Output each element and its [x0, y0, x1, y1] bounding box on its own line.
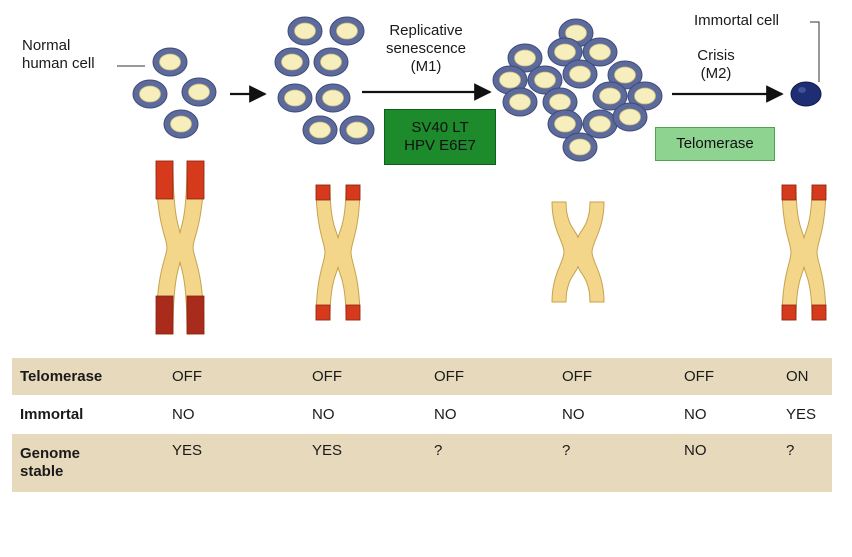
immortal-cell-leader — [810, 21, 820, 82]
table-cell: NO — [312, 406, 335, 423]
telomere-cap — [811, 184, 827, 201]
chromosomes-layer — [155, 160, 827, 335]
telomere-cap — [345, 304, 361, 321]
immortal-cell-label: Immortal cell — [694, 12, 780, 29]
crisis-label: Crisis (M2) — [697, 47, 735, 82]
cell — [607, 60, 643, 90]
table-cell: OFF — [312, 358, 434, 395]
telomere-cap — [315, 184, 331, 201]
cell — [527, 65, 563, 95]
cell — [547, 109, 583, 139]
table-cell: OFF — [434, 358, 562, 395]
table-cell: OFF — [562, 358, 684, 395]
table-cell: NO — [684, 406, 707, 423]
cell — [612, 102, 648, 132]
cells-layer — [132, 16, 822, 162]
table-cell: ? — [786, 434, 832, 492]
cell — [562, 132, 598, 162]
table-cell: OFF — [162, 358, 312, 395]
arrows-layer — [117, 21, 820, 103]
sv40-hpv-box: SV40 LT HPV E6E7 — [384, 109, 496, 165]
cell — [502, 87, 538, 117]
table-cell: YES — [162, 434, 312, 492]
telomerase-box: Telomerase — [655, 127, 775, 161]
cell — [582, 37, 618, 67]
immortal-cell-highlight — [798, 87, 806, 93]
table-row: Immortal NO NO NO NO NO YES — [12, 395, 832, 434]
telomere-cap — [781, 184, 797, 201]
cell — [582, 109, 618, 139]
table-row: Telomerase OFF OFF OFF OFF OFF ON — [12, 358, 832, 395]
cell — [329, 16, 365, 46]
table-cell: YES — [312, 434, 434, 492]
cell — [287, 16, 323, 46]
cell — [507, 43, 543, 73]
cell — [302, 115, 338, 145]
chromosome-normal — [155, 160, 205, 335]
row-header-telomerase: Telomerase — [12, 358, 162, 395]
telomere-cap — [345, 184, 361, 201]
telomere-cap — [186, 160, 205, 200]
telomere-cap — [186, 295, 205, 335]
cell — [547, 37, 583, 67]
cell — [562, 59, 598, 89]
table-cell: NO — [172, 406, 195, 423]
cell — [132, 79, 168, 109]
chromosome-senescence — [315, 184, 361, 321]
replicative-senescence-label: Replicative senescence (M1) — [385, 22, 467, 75]
telomere-cap — [811, 304, 827, 321]
summary-table: Telomerase OFF OFF OFF OFF OFF ON Immort… — [12, 358, 832, 492]
row-header-immortal: Immortal — [20, 405, 84, 423]
cell — [492, 65, 528, 95]
telomere-cap — [315, 304, 331, 321]
cell — [163, 109, 199, 139]
table-cell: NO — [562, 406, 585, 423]
cell — [313, 47, 349, 77]
cell — [315, 83, 351, 113]
table-cell: OFF — [684, 358, 786, 395]
cell — [277, 83, 313, 113]
table-row: Genome stable YES YES ? ? NO ? — [12, 434, 832, 492]
cell — [274, 47, 310, 77]
cell — [339, 115, 375, 145]
table-cell: YES — [786, 406, 817, 423]
table-cell: ? — [434, 434, 562, 492]
cell — [542, 87, 578, 117]
cell — [152, 47, 188, 77]
telomere-cap — [155, 160, 174, 200]
telomere-cap — [155, 295, 174, 335]
telomere-cap — [781, 304, 797, 321]
table-cell: ON — [786, 358, 832, 395]
row-header-genome-stable: Genome stable — [12, 434, 162, 492]
normal-cell-label: Normal human cell — [22, 37, 95, 72]
table-cell: ? — [562, 434, 684, 492]
immortal-cell — [790, 81, 822, 107]
cell — [181, 77, 217, 107]
table-cell: NO — [684, 434, 786, 492]
chromosome-crisis — [551, 201, 605, 303]
chromosome-immortal — [781, 184, 827, 321]
table-cell: NO — [434, 406, 457, 423]
cell — [592, 81, 628, 111]
